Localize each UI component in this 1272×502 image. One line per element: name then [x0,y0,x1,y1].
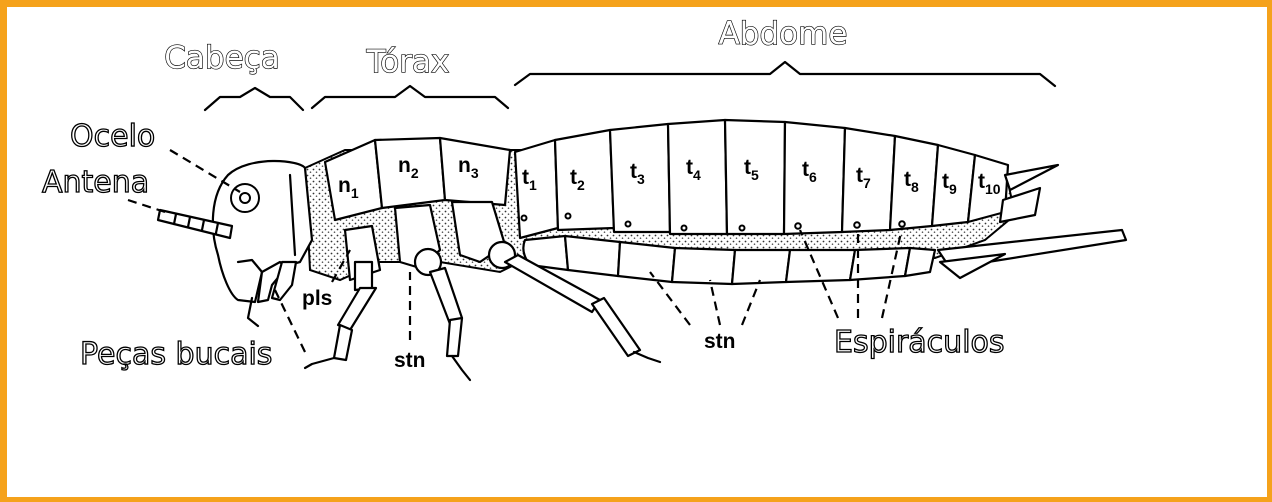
insect-diagram: Cabeça Tórax Abdome [7,7,1267,497]
head-brace [205,88,303,110]
tergites [515,120,1008,238]
pecas-bucais-label: Peças bucais [80,337,272,372]
abdomen-label: Abdome [719,16,848,52]
abdomen-brace [515,62,1055,86]
antena-leader [128,200,165,212]
thorax-brace [312,86,508,108]
head-label: Cabeça [164,40,279,76]
antena-label: Antena [42,165,149,200]
pls-label: pls [302,287,332,310]
stn-thorax-label: stn [394,349,426,372]
ocelo-label: Ocelo [70,119,155,154]
thorax-label: Tórax [366,44,450,80]
stn-abdomen-label: stn [704,330,736,353]
ocellus [240,193,250,203]
espiraculos-label: Espiráculos [834,325,1005,360]
